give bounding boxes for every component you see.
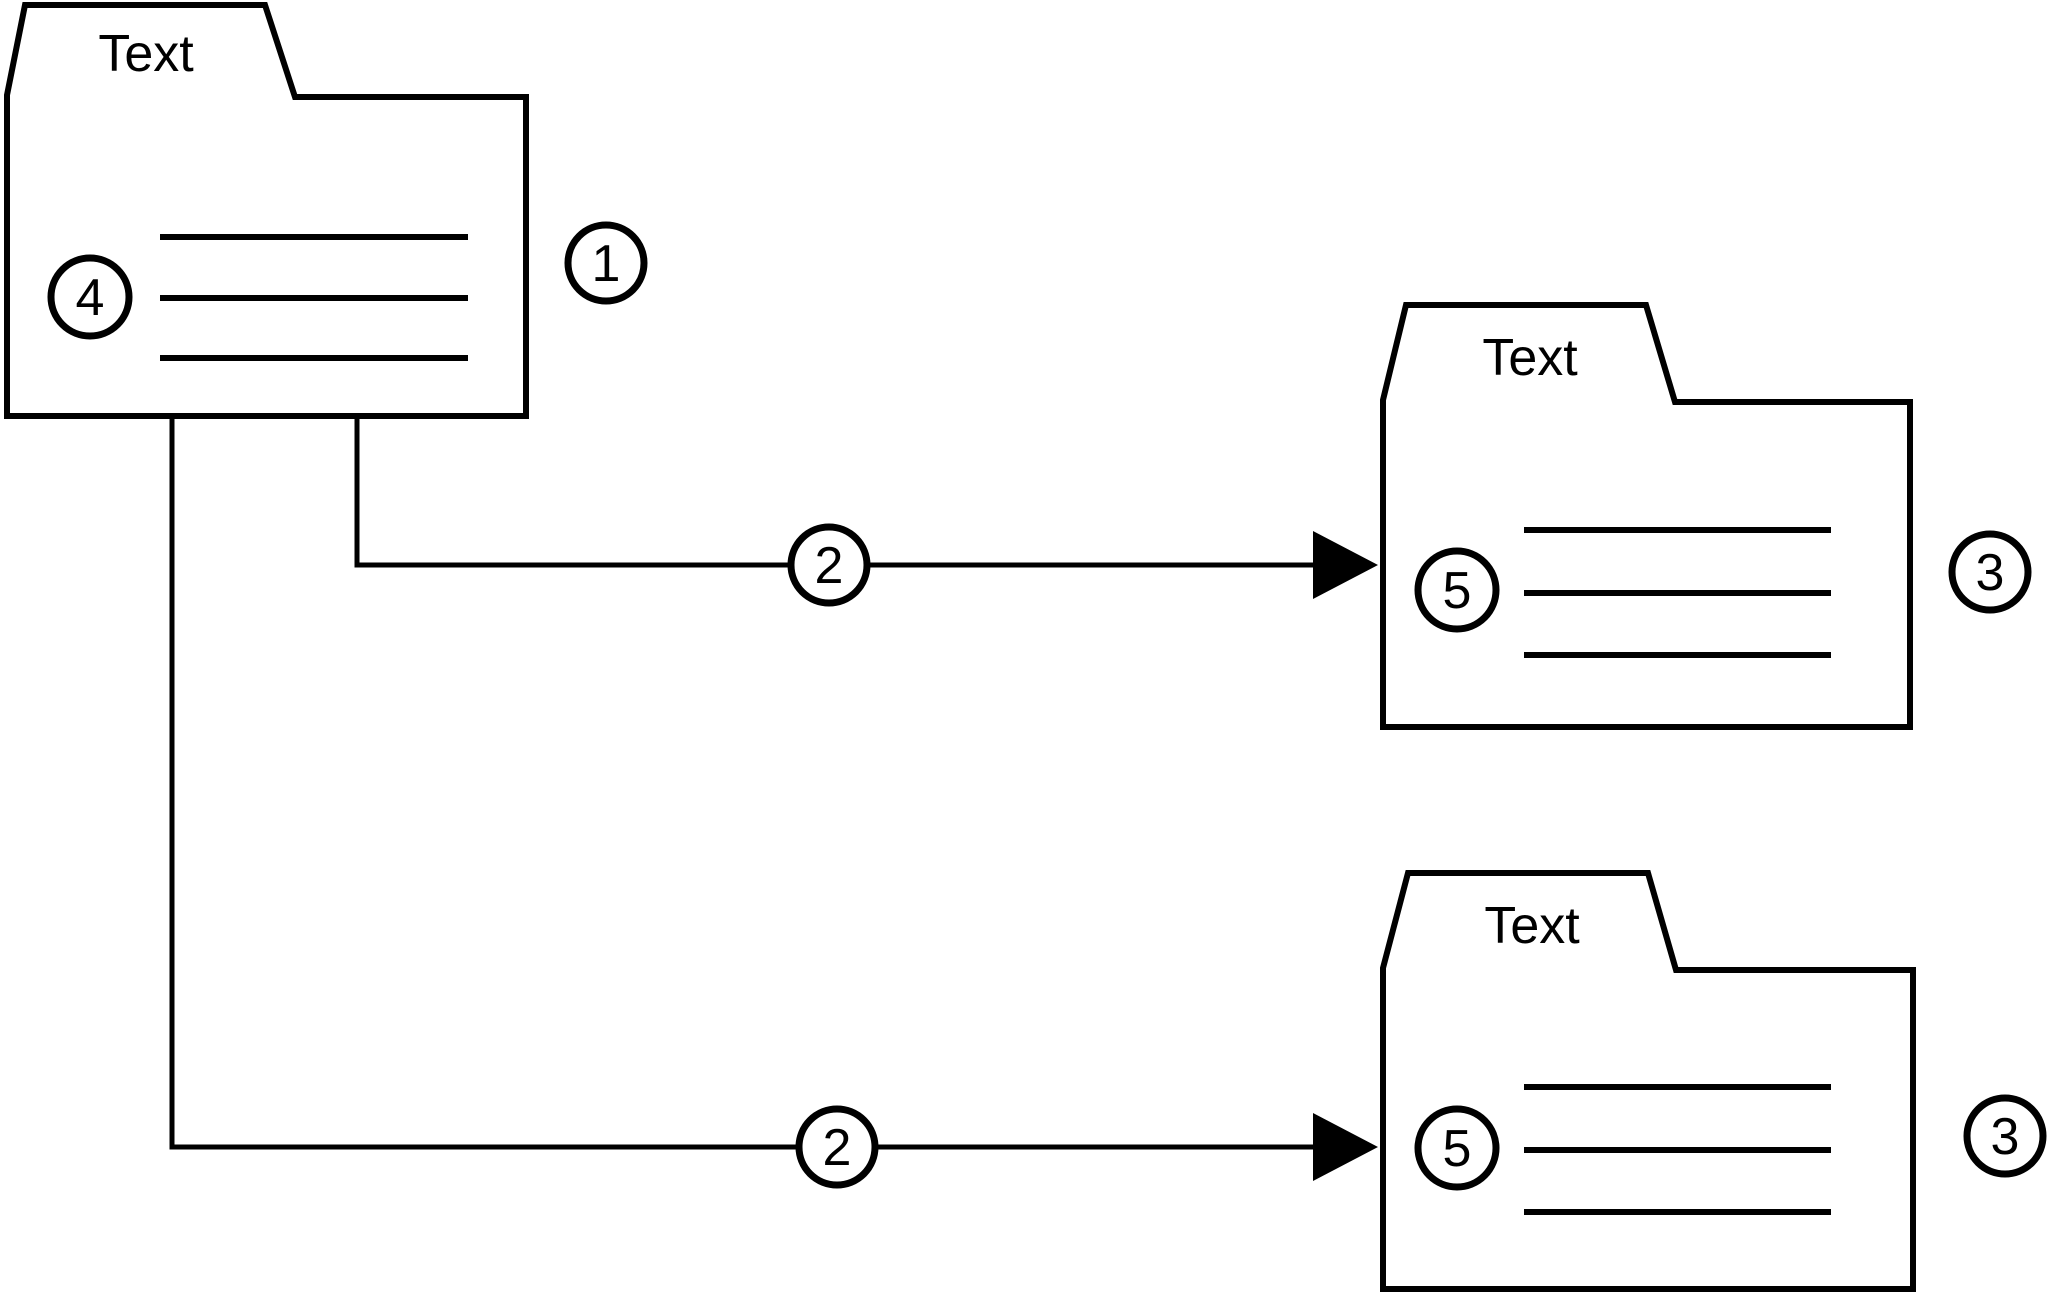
source-folder-shape (4, 1, 529, 419)
top-connector-line (354, 418, 1320, 568)
source-folder-text-lines (160, 234, 468, 361)
top-target-folder-annotation-circle (1948, 530, 2032, 614)
bottom-connector-number: 2 (823, 1119, 852, 1177)
source-folder-annotation-number: 1 (592, 235, 621, 293)
bottom-target-folder-text-lines (1524, 1084, 1831, 1215)
source-folder-label: Text (98, 25, 194, 83)
top-connector: 2 (354, 418, 1378, 607)
top-target-folder-badge-number: 5 (1443, 562, 1472, 620)
bottom-target-folder-annotation-number: 3 (1991, 1108, 2020, 1166)
bottom-connector-line (169, 418, 1320, 1150)
source-folder: Text 4 1 (4, 1, 648, 419)
source-folder-annotation-circle (564, 221, 648, 305)
top-target-folder-annotation-number: 3 (1976, 544, 2005, 602)
bottom-target-folder-shape (1380, 870, 1916, 1292)
source-folder-badge-number: 4 (76, 269, 105, 327)
top-target-folder: Text 5 3 (1380, 302, 2032, 730)
top-target-folder-text-lines (1524, 527, 1831, 658)
bottom-arrowhead-icon (1313, 1113, 1378, 1181)
bottom-target-folder-badge-circle (1414, 1105, 1500, 1191)
top-connector-number: 2 (815, 537, 844, 595)
top-target-folder-label: Text (1482, 329, 1578, 387)
top-target-folder-shape (1380, 302, 1913, 730)
bottom-target-folder: Text 5 3 (1380, 870, 2047, 1292)
source-folder-badge-circle (47, 254, 133, 340)
top-arrowhead-icon (1313, 531, 1378, 599)
bottom-target-folder-annotation-circle (1963, 1094, 2047, 1178)
bottom-connector: 2 (169, 418, 1378, 1189)
bottom-target-folder-label: Text (1484, 897, 1580, 955)
bottom-connector-badge-circle (795, 1105, 879, 1189)
bottom-target-folder-badge-number: 5 (1443, 1120, 1472, 1178)
top-connector-badge-circle (787, 523, 871, 607)
top-target-folder-badge-circle (1414, 547, 1500, 633)
